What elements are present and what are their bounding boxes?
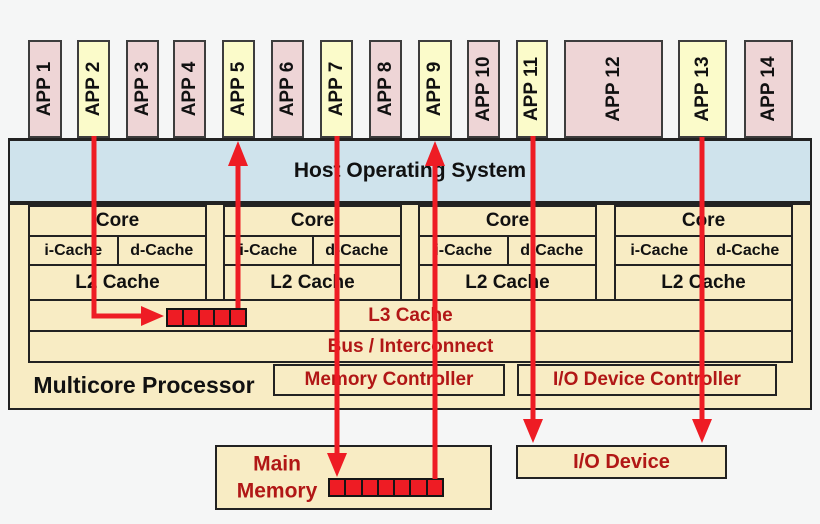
app-box-3: APP 3 [126,40,159,138]
app-box-12: APP 12 [564,40,663,138]
app-box-5: APP 5 [222,40,255,138]
main-memory-box: Main Memory [215,445,492,510]
core-group-3: Core i-Cache d-Cache L2 Cache [418,205,597,301]
app-label: APP 12 [602,56,624,122]
app-label: APP 2 [82,61,104,117]
app-label: APP 7 [325,61,347,117]
core-title: Core [420,207,595,237]
io-device-box: I/O Device [516,445,727,479]
core-group-2: Core i-Cache d-Cache L2 Cache [223,205,402,301]
main-memory-label: Main Memory [236,452,318,503]
app-label: APP 10 [472,56,494,122]
multicore-processor-label: Multicore Processor [33,372,255,398]
host-os-layer: Host Operating System [8,138,812,203]
l2-cache: L2 Cache [661,271,746,293]
app-label: APP 8 [374,61,396,117]
l1-cache-row: i-Cache d-Cache [420,237,595,266]
app-box-4: APP 4 [173,40,206,138]
io-device-label: I/O Device [573,450,670,473]
memory-controller-label: Memory Controller [304,369,474,390]
d-cache: d-Cache [520,241,584,259]
l2-cache: L2 Cache [270,271,355,293]
l3-cache-label: L3 Cache [368,304,453,326]
bus-interconnect-label: Bus / Interconnect [327,335,494,357]
app-label: APP 13 [691,56,713,122]
app-label: APP 9 [424,61,445,117]
app-box-1: APP 1 [28,40,62,138]
core-group-1: Core i-Cache d-Cache L2 Cache [28,205,207,301]
io-device-controller-box: I/O Device Controller [517,364,777,396]
d-cache: d-Cache [325,241,389,259]
l1-cache-row: i-Cache d-Cache [616,237,791,266]
app-box-10: APP 10 [467,40,500,138]
app-label: APP 14 [757,56,779,122]
app-label: APP 5 [227,61,249,117]
l1-cache-row: i-Cache d-Cache [30,237,205,266]
l3-cache-line-cells [166,308,247,327]
memory-cell [425,478,444,497]
i-cache: i-Cache [30,237,119,264]
app-box-6: APP 6 [271,40,304,138]
l2-cache: L2 Cache [75,271,160,293]
io-device-controller-label: I/O Device Controller [553,369,741,390]
core-title: Core [616,207,791,237]
app-box-9: APP 9 [418,40,452,138]
app-box-14: APP 14 [744,40,793,138]
d-cache: d-Cache [716,241,780,259]
bus-interconnect-row: Bus / Interconnect [28,330,793,363]
app-label: APP 1 [34,61,55,117]
app-label: APP 11 [521,56,542,122]
memory-cell [229,308,247,327]
i-cache: i-Cache [225,237,314,264]
app-box-11: APP 11 [516,40,548,138]
l3-cache-row: L3 Cache [28,299,793,332]
core-group-4: Core i-Cache d-Cache L2 Cache [614,205,793,301]
core-title: Core [225,207,400,237]
app-label: APP 3 [131,61,153,117]
i-cache: i-Cache [420,237,509,264]
app-label: APP 6 [276,61,298,117]
main-memory-cells [328,478,444,497]
app-box-8: APP 8 [369,40,402,138]
memory-controller-box: Memory Controller [273,364,505,396]
app-box-13: APP 13 [678,40,727,138]
app-box-2: APP 2 [77,40,110,138]
d-cache: d-Cache [130,241,194,259]
i-cache: i-Cache [616,237,705,264]
app-box-7: APP 7 [320,40,353,138]
l2-cache: L2 Cache [465,271,550,293]
app-label: APP 4 [178,61,200,117]
host-os-label: Host Operating System [293,159,527,182]
l1-cache-row: i-Cache d-Cache [225,237,400,266]
core-title: Core [30,207,205,237]
